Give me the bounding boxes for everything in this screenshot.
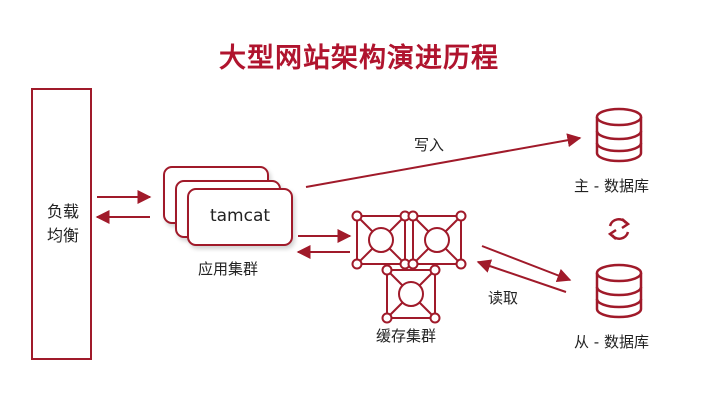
cache-node-icon — [381, 264, 441, 324]
db-slave-caption: 从 - 数据库 — [574, 333, 649, 351]
database-icon — [595, 263, 643, 319]
app-cluster-caption: 应用集群 — [198, 260, 259, 278]
cache-to-slave-arrow — [481, 245, 572, 282]
load-balancer-label-line2: 均衡 — [46, 226, 79, 245]
db-master-caption: 主 - 数据库 — [574, 177, 649, 195]
cache-node-icon — [407, 210, 467, 270]
load-balancer-label: 负载 均衡 — [34, 200, 92, 248]
cache-node-icon — [351, 210, 411, 270]
diagram-title: 大型网站架构演进历程 — [219, 43, 499, 74]
sync-icon — [607, 218, 631, 240]
write-arrow — [305, 133, 582, 188]
app-node-label: tamcat — [209, 206, 271, 226]
write-label: 写入 — [414, 136, 445, 154]
read-label: 读取 — [488, 289, 519, 307]
database-icon — [595, 107, 643, 163]
cache-cluster-caption: 缓存集群 — [376, 327, 437, 345]
app-node-card-front — [187, 188, 293, 246]
read-arrow — [476, 259, 567, 293]
load-balancer-box — [31, 88, 92, 360]
load-balancer-label-line1: 负载 — [46, 202, 79, 221]
